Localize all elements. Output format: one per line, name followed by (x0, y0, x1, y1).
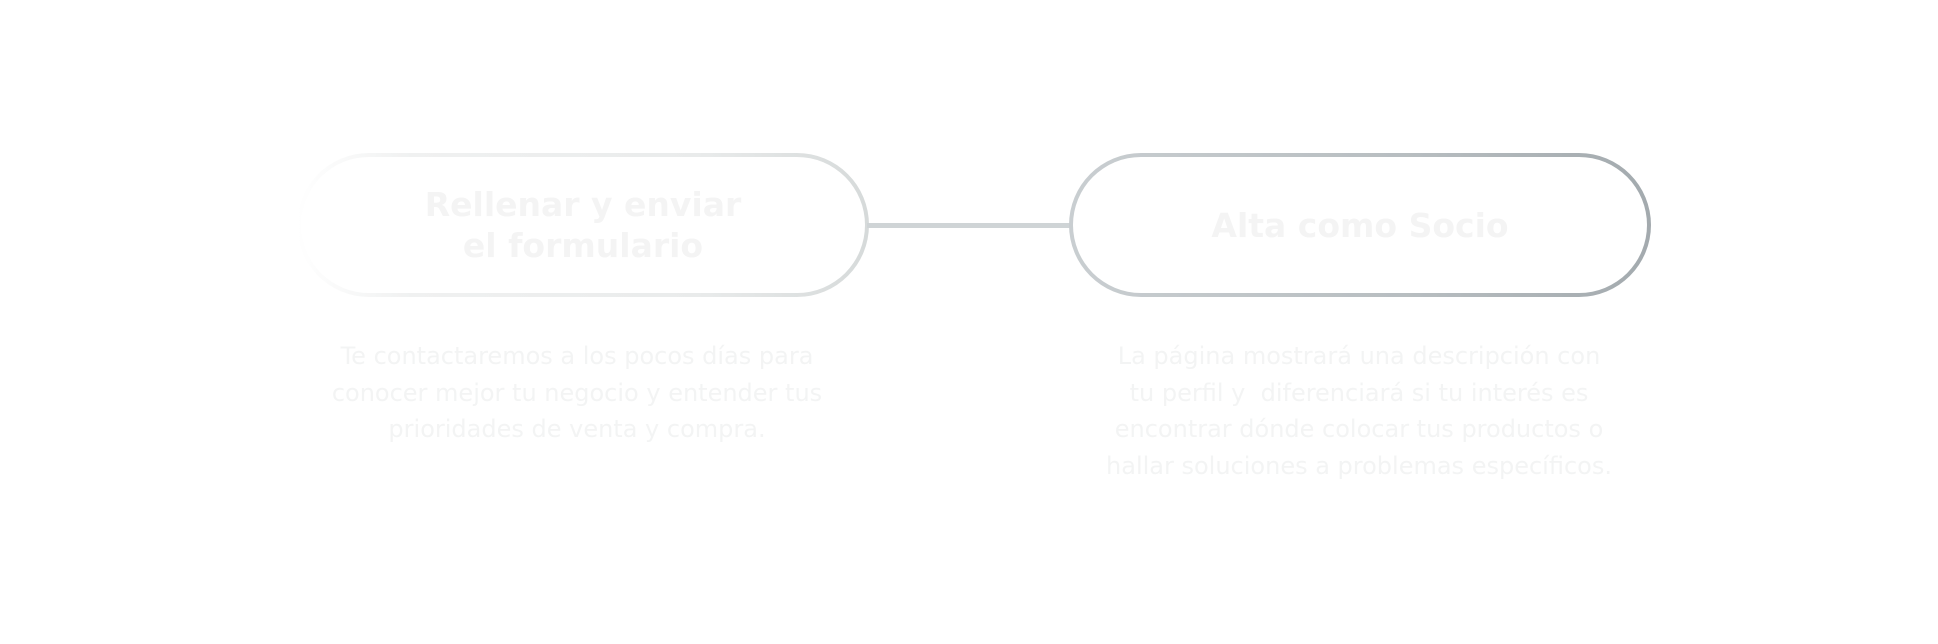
description-line: Te contactaremos a los pocos días para (340, 342, 814, 370)
step-1-title-line: Rellenar y enviar (424, 185, 742, 224)
description-line: hallar soluciones a problemas específico… (1106, 451, 1612, 480)
step-1-description: Te contactaremos a los pocos días para c… (277, 338, 877, 448)
step-2-description: La página mostrará una descripción con t… (1059, 338, 1659, 484)
step-2-title: Alta como Socio (1211, 205, 1508, 246)
step-2-pill: Alta como Socio (1069, 153, 1651, 297)
step-1-title-line: el formulario (462, 226, 704, 265)
connector-line (867, 223, 1071, 228)
step-1-title: Rellenar y enviar el formulario (425, 184, 742, 266)
step-2-title-line: Alta como Socio (1211, 205, 1509, 245)
description-line: La página mostrará una descripción con (1117, 342, 1601, 370)
description-line: prioridades de venta y compra. (388, 415, 766, 443)
description-line: encontrar dónde colocar tus productos o (1114, 415, 1604, 443)
step-1-pill: Rellenar y enviar el formulario (297, 153, 869, 297)
description-line: tu perfil y diferenciará si tu interés e… (1129, 378, 1589, 407)
description-line: conocer mejor tu negocio y entender tus (331, 378, 823, 407)
